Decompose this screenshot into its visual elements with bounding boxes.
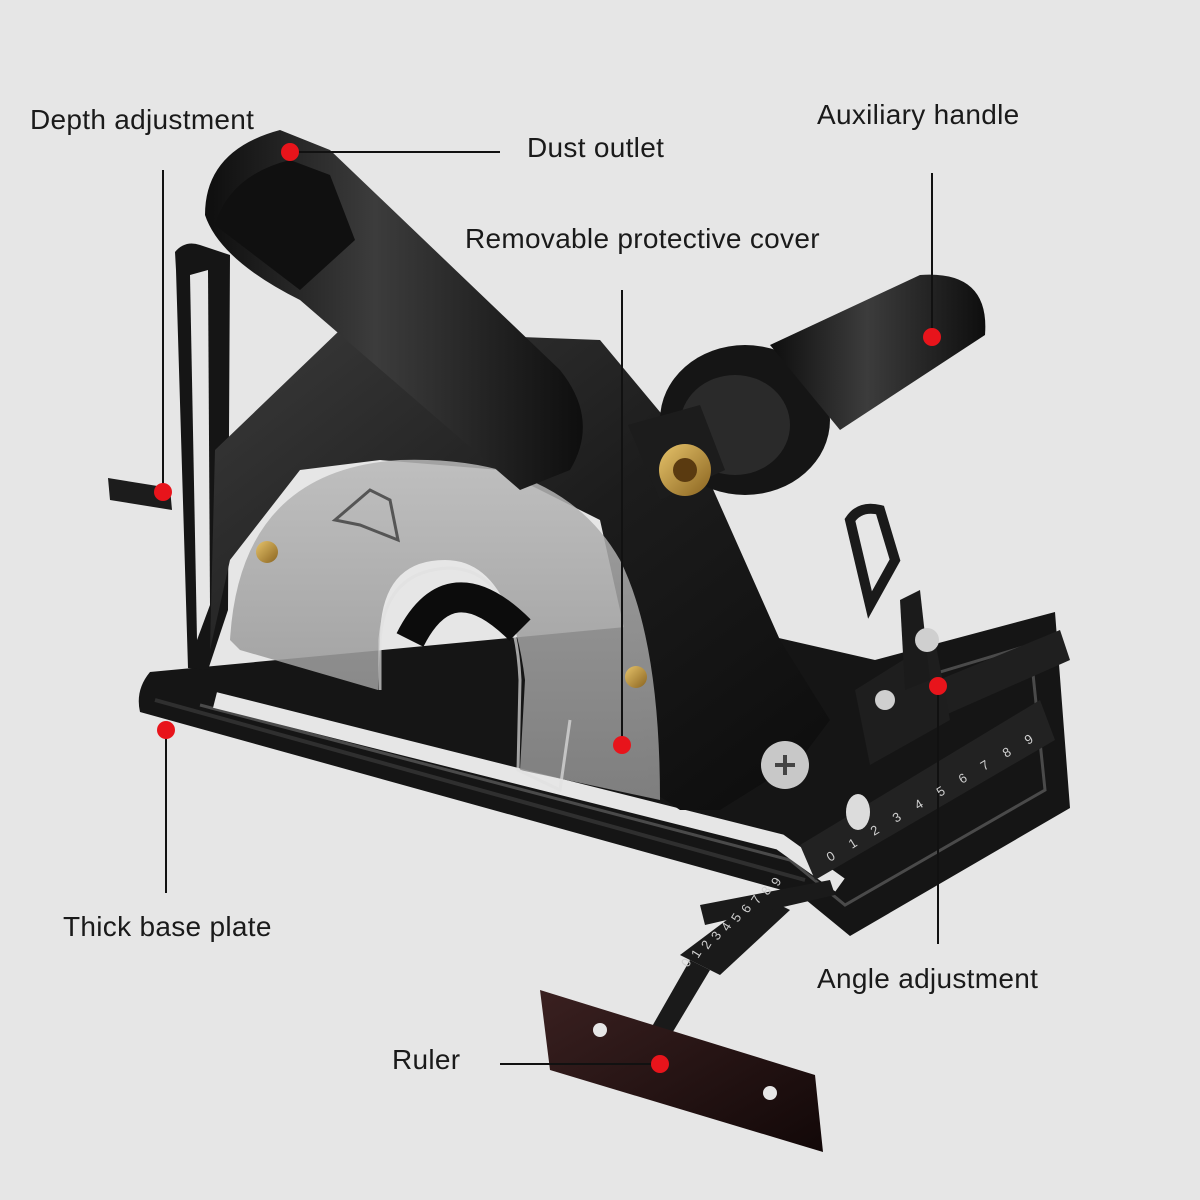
callout-auxiliary-handle: Auxiliary handle [817, 99, 1020, 130]
marker-depth-adjustment [154, 483, 172, 501]
marker-ruler [651, 1055, 669, 1073]
markers [154, 143, 947, 1073]
ruler-arm [540, 880, 835, 1152]
marker-auxiliary-handle [923, 328, 941, 346]
callout-dust-outlet: Dust outlet [527, 132, 665, 163]
marker-dust-outlet [281, 143, 299, 161]
dust-outlet-tube [205, 130, 583, 490]
callout-thick-base-plate: Thick base plate [63, 911, 272, 942]
callout-ruler: Ruler [392, 1044, 461, 1075]
marker-angle-adjustment [929, 677, 947, 695]
callout-angle-adjustment: Angle adjustment [817, 963, 1039, 994]
marker-protective-cover [613, 736, 631, 754]
angle-bracket [761, 503, 950, 830]
callout-depth-adjustment: Depth adjustment [30, 104, 255, 135]
leader-lines [162, 151, 939, 1065]
marker-base-plate [157, 721, 175, 739]
callout-removable-cover: Removable protective cover [465, 223, 820, 254]
